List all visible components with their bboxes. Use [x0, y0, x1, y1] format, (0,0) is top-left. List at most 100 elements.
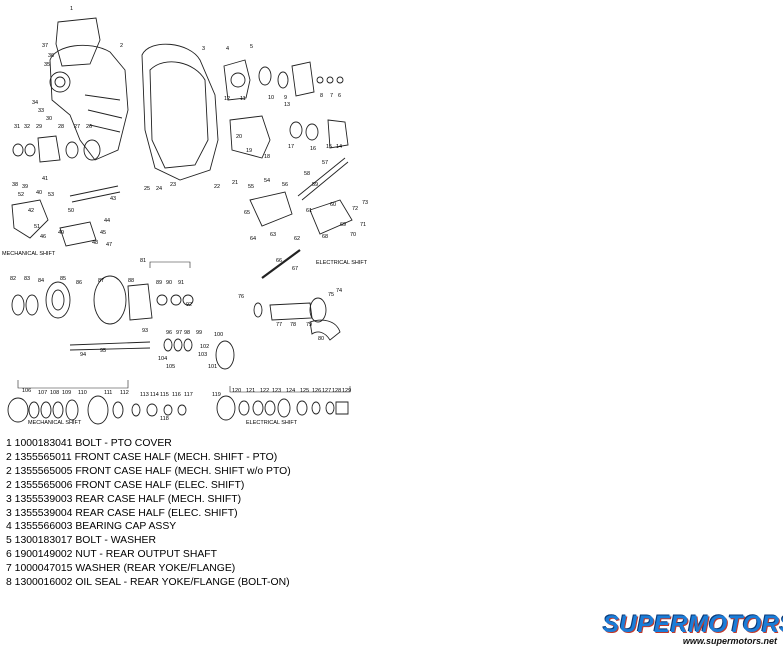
callout-120: 120	[232, 388, 241, 394]
callout-117: 117	[184, 392, 193, 398]
callout-12: 12	[224, 96, 230, 102]
callout-104: 104	[158, 356, 167, 362]
callout-93: 93	[142, 328, 148, 334]
elec-shift-fork-drawing	[249, 191, 293, 227]
watermark-url: www.supermotors.net	[682, 636, 777, 646]
callout-13: 13	[284, 102, 290, 108]
callout-121: 121	[246, 388, 255, 394]
callout-59: 59	[312, 182, 318, 188]
parts-list-item: 7 1000047015 WASHER (REAR YOKE/FLANGE)	[6, 563, 236, 575]
callout-81: 81	[140, 258, 146, 264]
callout-105: 105	[166, 364, 175, 370]
callout-63: 63	[270, 232, 276, 238]
parts-list-item: 3 1355539004 REAR CASE HALF (ELEC. SHIFT…	[6, 507, 238, 519]
callout-36: 36	[48, 53, 54, 59]
parts-list-item: 2 1355565006 FRONT CASE HALF (ELEC. SHIF…	[6, 479, 245, 491]
callout-82: 82	[10, 276, 16, 282]
callout-116: 116	[172, 392, 181, 398]
callout-124: 124	[286, 388, 295, 394]
watermark-brand: SUPERMOTORS	[603, 611, 783, 638]
callout-123: 123	[272, 388, 281, 394]
callout-83: 83	[24, 276, 30, 282]
mech-shift-fork-drawing	[11, 199, 49, 239]
callout-107: 107	[38, 390, 47, 396]
callout-92: 92	[186, 302, 192, 308]
callout-94: 94	[80, 352, 86, 358]
callout-53: 53	[48, 192, 54, 198]
bearing-cap-drawing	[223, 59, 251, 101]
callout-57: 57	[322, 160, 328, 166]
callout-80: 80	[318, 336, 324, 342]
callout-32: 32	[24, 124, 30, 130]
callout-122: 122	[260, 388, 269, 394]
callout-52: 52	[18, 192, 24, 198]
callout-112: 112	[120, 390, 129, 396]
callout-77: 77	[276, 322, 282, 328]
callout-24: 24	[156, 186, 162, 192]
callout-90: 90	[166, 280, 172, 286]
caption-mechanical-shift-bottom: MECHANICAL SHIFT	[28, 420, 82, 426]
callout-103: 103	[198, 352, 207, 358]
callout-85: 85	[60, 276, 66, 282]
callout-84: 84	[38, 278, 44, 284]
callout-11: 11	[240, 96, 246, 102]
callout-86: 86	[76, 280, 82, 286]
callout-71: 71	[360, 222, 366, 228]
callout-34: 34	[32, 100, 38, 106]
callout-50: 50	[68, 208, 74, 214]
caption-mechanical-shift-top: MECHANICAL SHIFT	[2, 251, 56, 257]
callout-23: 23	[170, 182, 176, 188]
callout-64: 64	[250, 236, 256, 242]
callout-51: 51	[34, 224, 40, 230]
callout-49: 49	[58, 230, 64, 236]
input-shaft-drawing	[69, 341, 151, 351]
callout-26: 26	[86, 124, 92, 130]
callout-31: 31	[14, 124, 20, 130]
callout-21: 21	[232, 180, 238, 186]
parts-list-item: 8 1300016002 OIL SEAL - REAR YOKE/FLANGE…	[6, 577, 290, 589]
caption-electrical-shift-top: ELECTRICAL SHIFT	[316, 260, 368, 266]
rear-case-drawing	[141, 43, 219, 181]
callout-96: 96	[166, 330, 172, 336]
callout-95: 95	[100, 348, 106, 354]
parts-list-item: 3 1355539003 REAR CASE HALF (MECH. SHIFT…	[6, 493, 242, 505]
callout-27: 27	[74, 124, 80, 130]
parts-list-item: 1 1000183041 BOLT - PTO COVER	[6, 438, 172, 449]
callout-18: 18	[264, 154, 270, 160]
callout-28: 28	[58, 124, 64, 130]
callout-115: 115	[160, 392, 169, 398]
callout-67: 67	[292, 266, 298, 272]
callout-87: 87	[98, 278, 104, 284]
callout-44: 44	[104, 218, 110, 224]
callout-15: 15	[326, 144, 332, 150]
callout-5: 5	[250, 44, 253, 50]
parts-list-item: 5 1300183017 BOLT - WASHER	[6, 535, 156, 547]
callout-73: 73	[362, 200, 368, 206]
callout-42: 42	[28, 208, 34, 214]
callout-125: 125	[300, 388, 309, 394]
callout-88: 88	[128, 278, 134, 284]
callout-30: 30	[46, 116, 52, 122]
callout-99: 99	[196, 330, 202, 336]
callout-19: 19	[246, 148, 252, 154]
callout-56: 56	[282, 182, 288, 188]
callout-16: 16	[310, 146, 316, 152]
caption-electrical-shift-bottom: ELECTRICAL SHIFT	[246, 420, 298, 426]
callout-17: 17	[288, 144, 294, 150]
callout-46: 46	[40, 234, 46, 240]
callout-111: 111	[104, 390, 112, 396]
callout-128: 128	[332, 388, 341, 394]
callout-9: 9	[284, 95, 287, 101]
callout-110: 110	[78, 390, 87, 396]
callout-7: 7	[330, 93, 333, 99]
callout-35: 35	[44, 62, 50, 68]
callout-98: 98	[184, 330, 190, 336]
callout-54: 54	[264, 178, 270, 184]
callout-60: 60	[330, 202, 336, 208]
callout-22: 22	[214, 184, 220, 190]
callout-113: 113	[140, 392, 149, 398]
callout-62: 62	[294, 236, 300, 242]
